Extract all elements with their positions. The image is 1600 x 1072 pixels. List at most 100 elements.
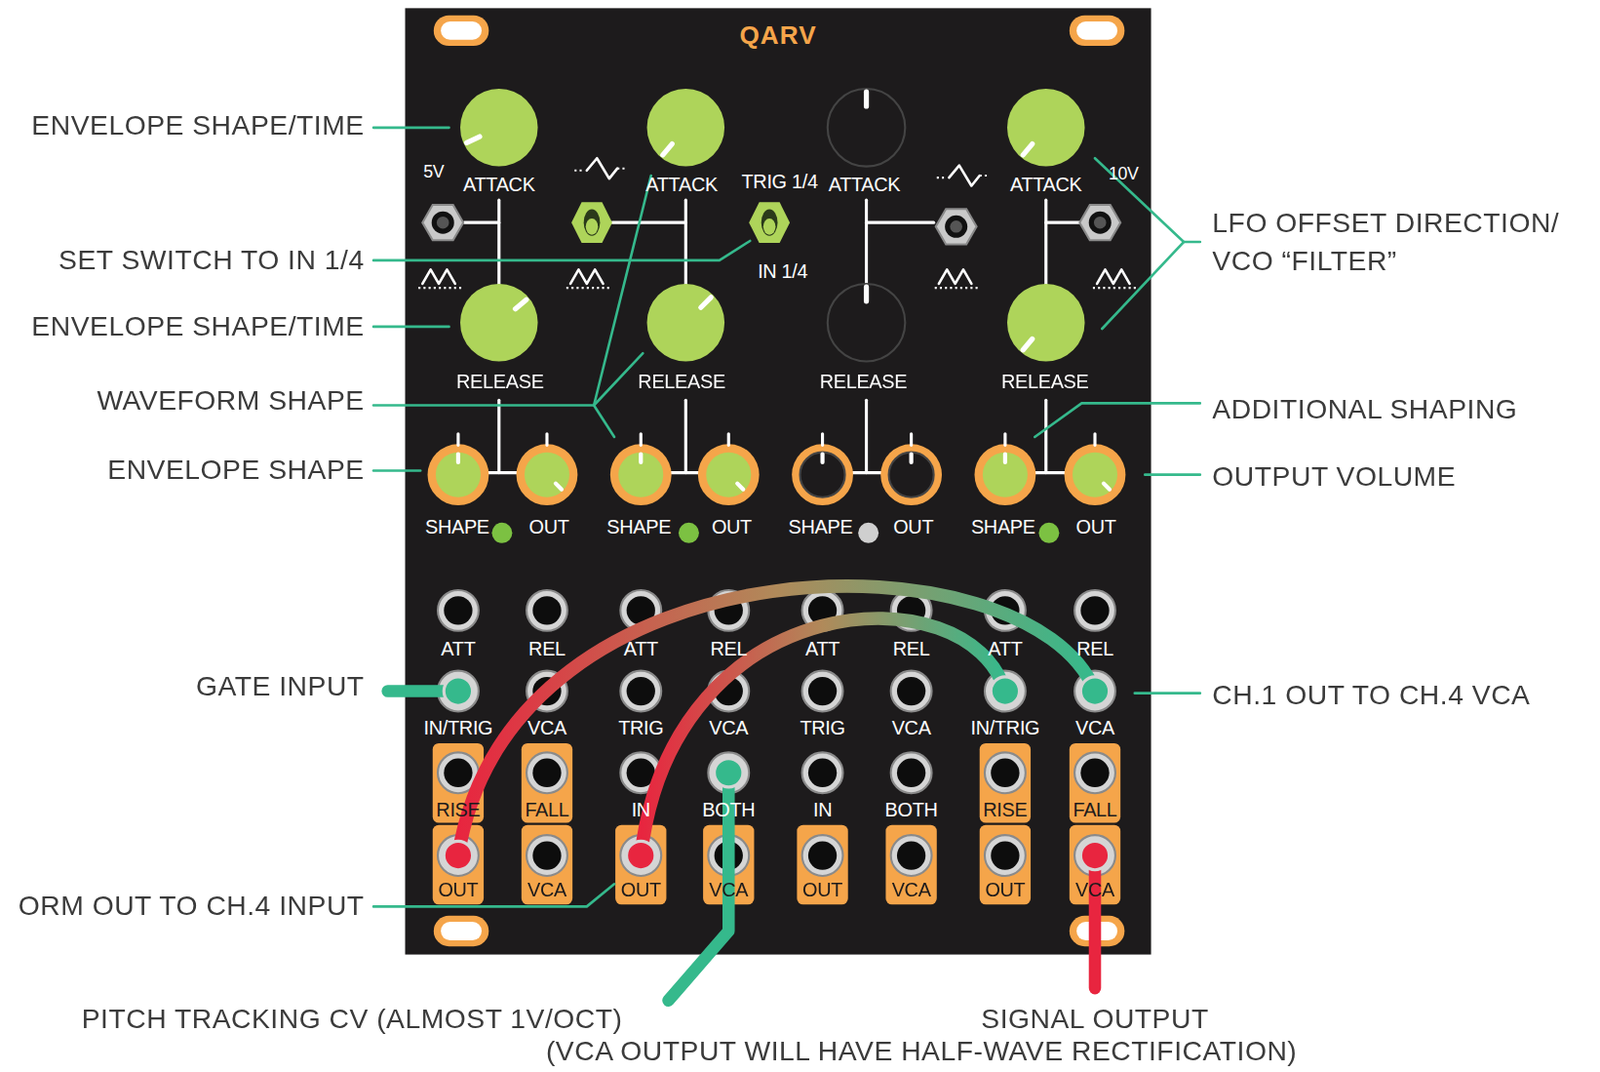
knob-ring xyxy=(880,443,942,506)
hex-jack-core xyxy=(949,220,963,234)
led xyxy=(491,522,512,544)
jack-hole xyxy=(1080,758,1109,787)
release-knob xyxy=(827,283,906,362)
small-knob xyxy=(889,452,935,498)
jack xyxy=(802,751,844,793)
cable-plug xyxy=(1080,676,1109,705)
knob-pointer xyxy=(555,483,562,490)
leader-line xyxy=(373,883,615,906)
panel-label: REL xyxy=(893,639,931,660)
panel-line xyxy=(1044,399,1048,472)
jack xyxy=(1074,589,1116,631)
hex-jack-hole xyxy=(1089,211,1112,235)
panel-label: ATT xyxy=(987,639,1022,660)
jack-hole xyxy=(1080,840,1109,869)
panel-label: OUT xyxy=(893,516,934,537)
envelope-symbol xyxy=(1096,269,1130,284)
toggle-lever-tip xyxy=(763,218,777,235)
leader-line xyxy=(1034,402,1201,437)
callout-label: ENVELOPE SHAPE/TIME xyxy=(31,312,364,341)
hex-jack-core xyxy=(436,216,450,230)
panel-line xyxy=(1046,221,1081,225)
panel-label: 5V xyxy=(423,162,444,181)
small-knob xyxy=(524,452,570,498)
leader-line xyxy=(373,325,449,329)
panel-label: OUT xyxy=(437,880,478,900)
jack xyxy=(891,670,933,712)
small-knob xyxy=(800,452,846,498)
lfo-dots xyxy=(936,176,947,179)
callout-label: CH.1 OUT TO CH.4 VCA xyxy=(1211,681,1530,709)
attack-knob xyxy=(827,88,906,167)
knob-tick xyxy=(456,433,460,446)
cable-plug xyxy=(443,676,472,705)
jack xyxy=(802,834,844,876)
jack xyxy=(1074,751,1116,793)
panel-label: VCA xyxy=(708,880,748,900)
lfo-dots xyxy=(617,167,627,170)
envelope-symbol xyxy=(938,269,972,284)
panel-label: BOTH xyxy=(702,799,755,820)
knob-ring xyxy=(428,443,490,506)
knob-pointer xyxy=(1003,453,1008,463)
patch-cable xyxy=(640,618,1006,856)
cable-plug xyxy=(626,840,656,869)
toggle-lever-tip xyxy=(585,218,599,235)
envelope-baseline xyxy=(1092,286,1136,289)
envelope-symbol xyxy=(570,269,603,284)
output-label-box xyxy=(885,824,937,905)
panel-line xyxy=(684,399,688,472)
callout-label: GATE INPUT xyxy=(195,672,365,701)
panel-label: ATTACK xyxy=(463,174,536,195)
panel-label: VCA xyxy=(527,880,567,900)
led xyxy=(858,522,879,544)
jack xyxy=(437,834,479,876)
panel-label: VCA xyxy=(527,717,567,738)
leader-bracket xyxy=(1094,157,1184,329)
panel-line xyxy=(864,399,868,472)
panel-label: REL xyxy=(709,639,747,660)
panel-line xyxy=(497,199,501,288)
panel-line xyxy=(1044,199,1048,288)
toggle-lever xyxy=(761,209,779,236)
knob-pointer xyxy=(1022,144,1032,156)
knob-tick xyxy=(727,433,731,446)
panel-label: VCA xyxy=(892,717,932,738)
panel-line xyxy=(612,221,686,225)
jack xyxy=(707,751,749,793)
panel-label: OUT xyxy=(621,880,662,900)
jack xyxy=(526,834,568,876)
output-label-box xyxy=(796,824,848,905)
panel-label: ATTACK xyxy=(645,174,718,195)
panel-label: RELEASE xyxy=(819,371,908,391)
knob-pointer xyxy=(863,286,869,302)
panel-line xyxy=(864,199,868,288)
panel-label: SHAPE xyxy=(606,516,671,537)
knob-pointer xyxy=(638,453,643,463)
lfo-dots xyxy=(574,169,585,172)
panel-label: SHAPE xyxy=(788,516,854,537)
jack-hole xyxy=(897,758,926,787)
knob-ring xyxy=(975,443,1037,506)
hex-jack-hole xyxy=(944,215,968,238)
hex-jack xyxy=(1079,204,1121,240)
panel-label: OUT xyxy=(802,880,843,900)
hex-jack-core xyxy=(1093,216,1107,230)
callout-label: VCO “FILTER” xyxy=(1211,247,1397,275)
knob-pointer xyxy=(863,91,869,107)
jack-hole xyxy=(808,676,837,705)
knob-ring xyxy=(516,443,579,506)
panel-label: IN xyxy=(631,799,651,820)
panel-line xyxy=(497,399,501,472)
knob-tick xyxy=(1092,433,1096,446)
toggle-switch xyxy=(571,201,613,243)
panel-label: ATTACK xyxy=(828,174,901,195)
panel-label: RELEASE xyxy=(1001,371,1090,391)
panel-label: BOTH xyxy=(885,799,938,820)
panel-line xyxy=(464,221,500,225)
callout-label: (VCA OUTPUT WILL HAVE HALF-WAVE RECTIFIC… xyxy=(546,1037,1297,1065)
panel-label: IN/TRIG xyxy=(971,717,1041,738)
envelope-baseline xyxy=(566,286,610,289)
callout-label: SIGNAL OUTPUT xyxy=(980,1005,1209,1033)
